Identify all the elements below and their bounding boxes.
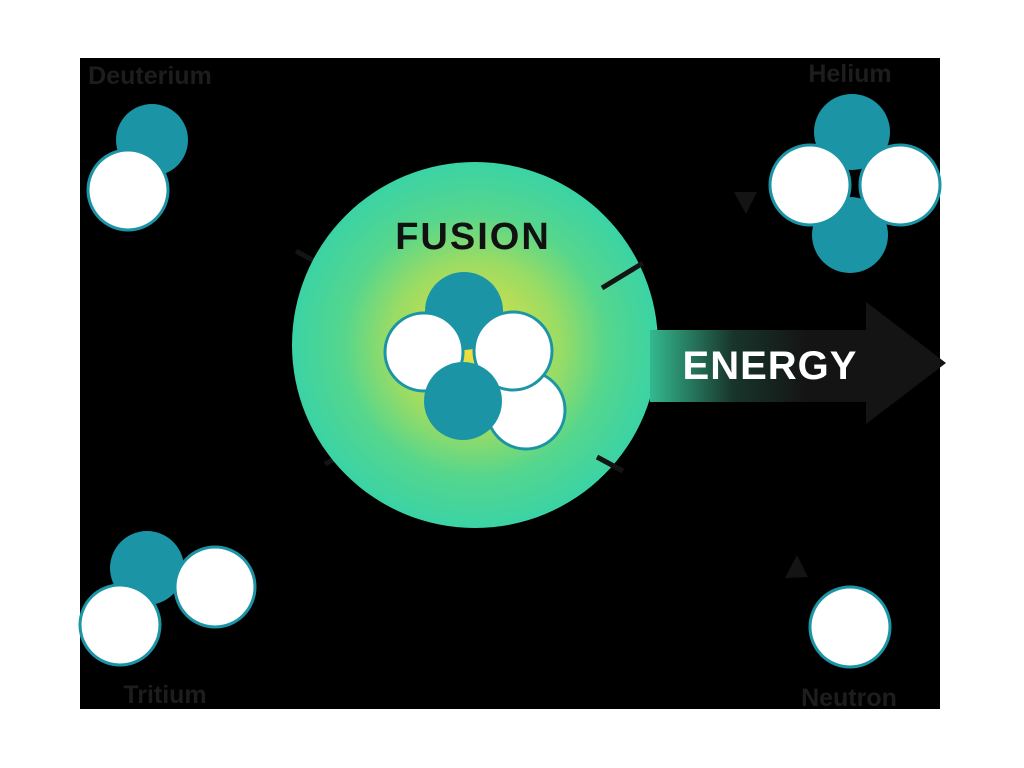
deuterium-atom: Deuterium <box>86 62 212 232</box>
tritium-label: Tritium <box>123 681 206 709</box>
neutron-circle <box>472 310 554 392</box>
neutron-circle <box>768 143 852 227</box>
deuterium-label: Deuterium <box>88 62 212 90</box>
neutron-circle <box>78 583 162 667</box>
tritium-atom: Tritium <box>78 531 257 709</box>
proton-circle <box>424 362 502 440</box>
neutron-particle: Neutron <box>801 585 897 712</box>
neutron-circle <box>173 545 257 629</box>
energy-arrow: ENERGY <box>650 302 946 424</box>
fusion-title: FUSION <box>395 216 551 258</box>
fused-nucleus <box>383 272 567 451</box>
fusion-reaction: FUSION <box>292 162 658 528</box>
energy-arrowhead-icon <box>866 302 946 424</box>
neutron-label: Neutron <box>801 684 897 712</box>
neutron-circle <box>808 585 892 669</box>
neutron-arrowhead-icon <box>785 555 808 578</box>
helium-arrowhead-icon <box>734 192 757 214</box>
energy-arrow-shaft <box>650 330 868 402</box>
neutron-circle <box>86 148 170 232</box>
energy-label: ENERGY <box>683 344 858 388</box>
fusion-exit-line-top <box>600 260 645 291</box>
neutron-circle <box>858 143 942 227</box>
helium-label: Helium <box>808 60 891 88</box>
fusion-exit-line-bottom <box>595 454 625 474</box>
helium-atom: Helium <box>768 60 942 273</box>
